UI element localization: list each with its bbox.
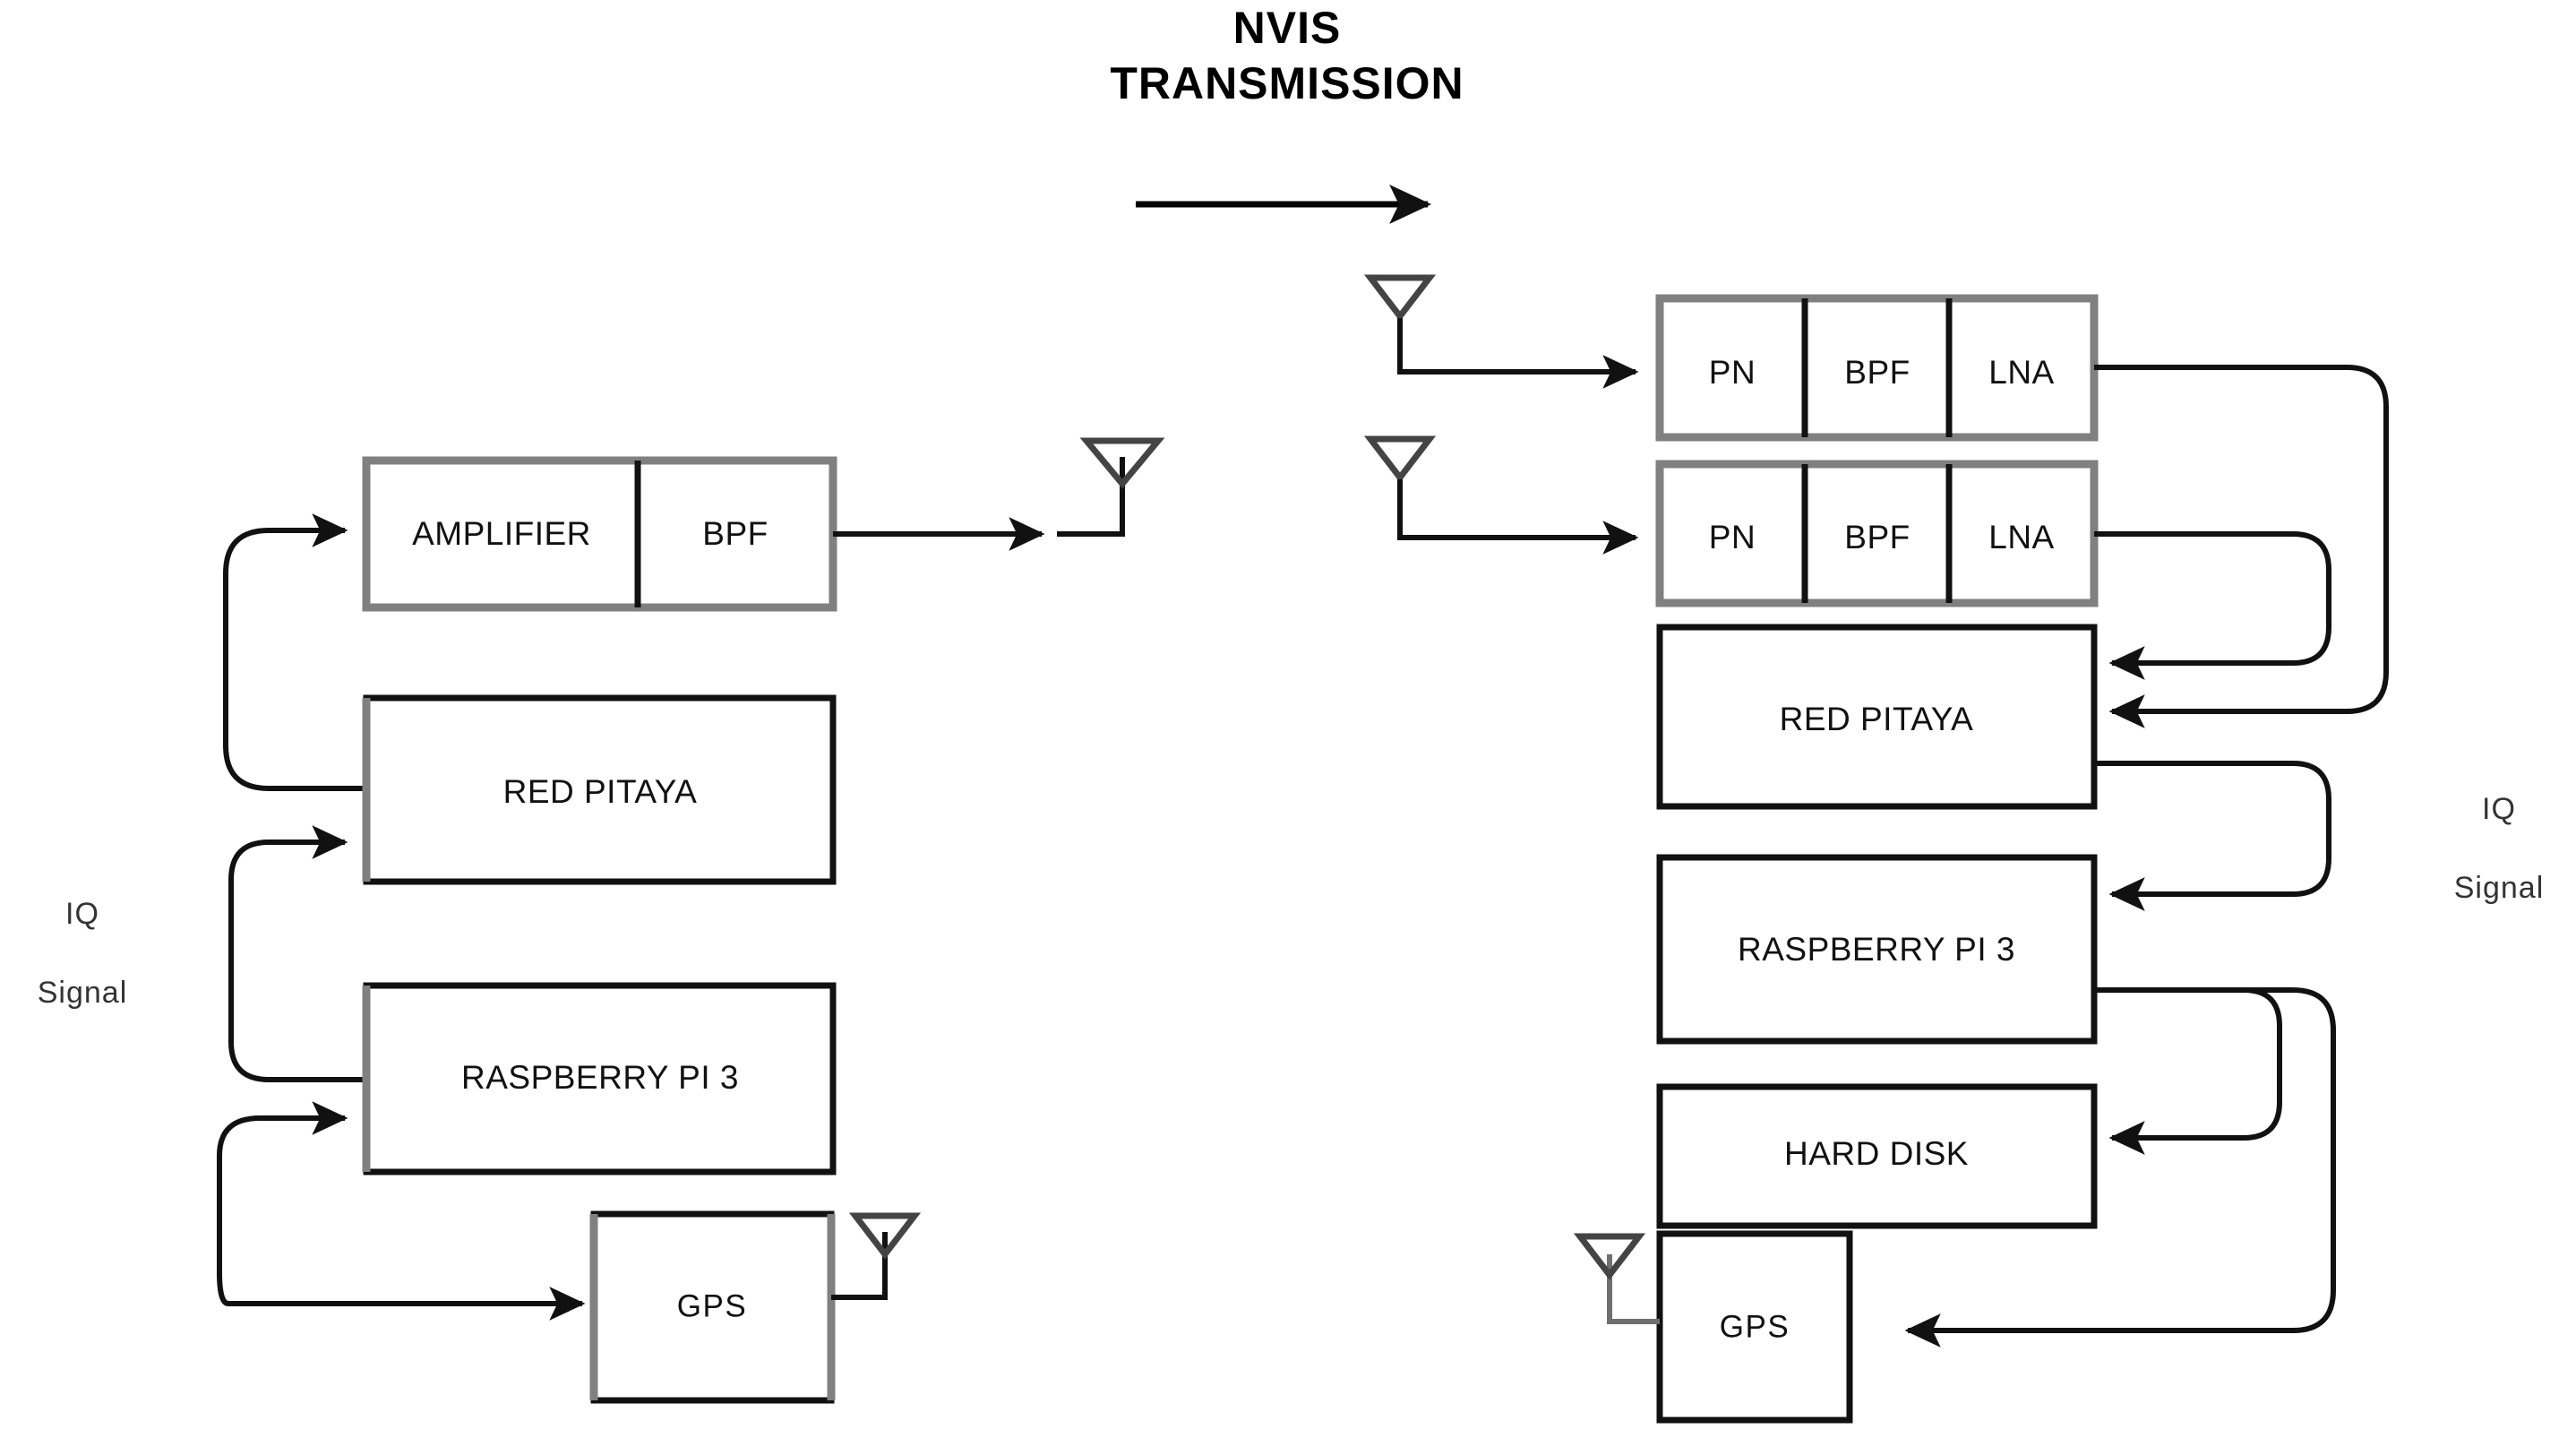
tx-gps-block: GPS — [589, 1210, 836, 1404]
wire-lna-a-to-redpitaya — [2094, 365, 2389, 728]
tx-gps-label: GPS — [677, 1288, 747, 1323]
rx-frontend-b-block: PN BPF LNA — [1655, 460, 2099, 607]
rx-raspberry-pi-outline — [1656, 854, 2098, 1045]
wire-lna-b-to-redpitaya — [2094, 531, 2331, 680]
title-line-1: NVIS — [1233, 3, 1342, 53]
transmitter-section: AMPLIFIER BPF RED PITAYA RASPBERRY — [38, 437, 1165, 1404]
iq-left-line-2: Signal — [38, 976, 128, 1010]
title-group: NVIS TRANSMISSION — [1110, 3, 1464, 225]
wire-raspberry-to-redpitaya — [228, 825, 363, 1082]
rx-hard-disk-outline — [1656, 1083, 2098, 1229]
tx-raspberry-pi-label: RASPBERRY PI 3 — [461, 1059, 739, 1096]
wire-redpitaya-to-raspberry — [2094, 761, 2331, 911]
tx-gps-antenna — [848, 1212, 922, 1260]
rx-gps-antenna — [1573, 1233, 1646, 1280]
iq-right-line-2: Signal — [2454, 871, 2545, 905]
rx-frontend-a-block: PN BPF LNA — [1655, 294, 2099, 442]
rx-gps-outline — [1656, 1230, 1853, 1424]
wire-raspberry-to-gps — [1904, 987, 2336, 1348]
rx-red-pitaya-label: RED PITAYA — [1780, 701, 1974, 737]
rx-b-bpf-label: BPF — [1844, 519, 1910, 555]
tx-red-pitaya-block: RED PITAYA — [362, 694, 837, 885]
amplifier-label: AMPLIFIER — [412, 515, 591, 552]
rx-raspberry-pi-block: RASPBERRY PI 3 — [1656, 854, 2098, 1045]
rx-hard-disk-block: HARD DISK — [1656, 1083, 2098, 1229]
rx-hard-disk-label: HARD DISK — [1784, 1135, 1969, 1172]
receive-antenna-upper-icon — [1363, 274, 1437, 322]
rx-frontend-a-outline — [1655, 294, 2099, 442]
wire-raspberry-to-harddisk — [2094, 987, 2282, 1155]
rx-a-lna-label: LNA — [1988, 354, 2054, 391]
transmit-antenna — [1079, 437, 1165, 489]
wire-antenna1-to-frontend-a — [1397, 318, 1639, 389]
iq-left-line-1: IQ — [65, 897, 99, 931]
title-line-2: TRANSMISSION — [1110, 58, 1464, 108]
rx-a-pn-label: PN — [1709, 354, 1756, 391]
rx-b-pn-label: PN — [1709, 519, 1756, 555]
receive-antenna-lower-icon — [1363, 435, 1437, 483]
receiver-section: PN BPF LNA PN BPF LNA RED PITAYA — [1363, 274, 2545, 1424]
iq-signal-label-right: IQ Signal — [2454, 792, 2545, 905]
tx-raspberry-pi-outline — [363, 982, 837, 1175]
wire-antenna2-to-frontend-b — [1397, 479, 1639, 555]
rx-red-pitaya-block: RED PITAYA — [1656, 624, 2098, 810]
tx-bpf-label: BPF — [702, 515, 768, 552]
rx-a-bpf-label: BPF — [1844, 354, 1910, 391]
rx-frontend-b-outline — [1655, 460, 2099, 607]
receive-antenna-lower — [1363, 435, 1437, 483]
wire-redpitaya-to-amplifier — [223, 513, 363, 791]
wire-lower-to-raspberry — [217, 1101, 348, 1306]
rx-gps-block: GPS — [1656, 1230, 1853, 1424]
rx-b-lna-label: LNA — [1988, 519, 2054, 555]
rx-raspberry-pi-label: RASPBERRY PI 3 — [1738, 931, 2015, 968]
tx-red-pitaya-outline — [363, 694, 837, 885]
rx-gps-label: GPS — [1720, 1309, 1790, 1344]
iq-right-line-1: IQ — [2482, 792, 2516, 826]
tx-raspberry-pi-block: RASPBERRY PI 3 — [362, 982, 837, 1175]
iq-signal-label-left: IQ Signal — [38, 897, 128, 1010]
tx-gps-outline — [590, 1210, 835, 1404]
rx-red-pitaya-outline — [1656, 624, 2098, 810]
tx-red-pitaya-label: RED PITAYA — [503, 773, 698, 810]
receive-antenna-upper — [1363, 274, 1437, 322]
amplifier-bpf-block: AMPLIFIER BPF — [362, 456, 837, 612]
